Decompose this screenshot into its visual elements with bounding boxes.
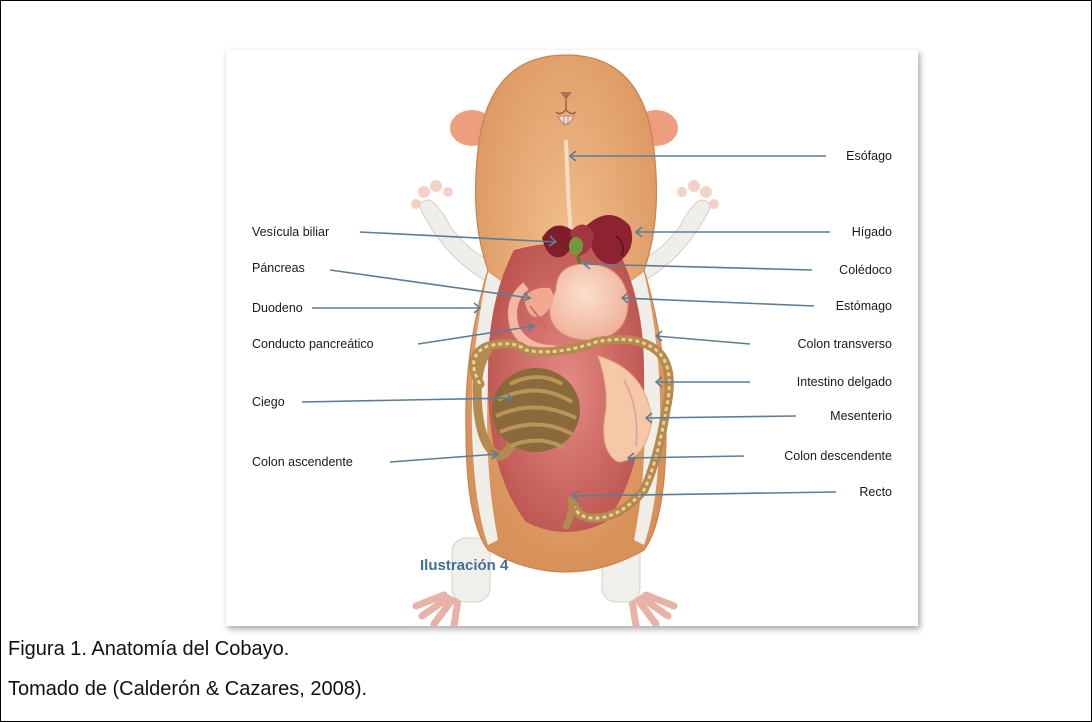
label-estomago: Estómago [836, 299, 892, 313]
label-esofago: Esófago [846, 149, 892, 163]
label-recto: Recto [859, 485, 892, 499]
label-intestino-delgado: Intestino delgado [797, 375, 892, 389]
gallbladder-shape [569, 237, 583, 255]
illustration-label: Ilustración 4 [420, 557, 509, 574]
label-duodeno: Duodeno [252, 301, 303, 315]
label-higado: Hígado [852, 225, 892, 239]
label-mesenterio: Mesenterio [830, 409, 892, 423]
label-coledoco: Colédoco [839, 263, 892, 277]
figure-caption: Figura 1. Anatomía del Cobayo. [8, 638, 289, 661]
stomach-shape [550, 264, 628, 340]
figure-source: Tomado de (Calderón & Cazares, 2008). [8, 678, 367, 701]
cecum-shape [492, 368, 580, 452]
hind-foot-left [416, 595, 458, 626]
label-pancreas: Páncreas [252, 261, 305, 275]
label-vesicula-biliar: Vesícula biliar [252, 225, 329, 239]
figure-image: Ilustración 4 [226, 50, 918, 626]
label-conducto-pancreatico: Conducto pancreático [252, 337, 374, 351]
label-ciego: Ciego [252, 395, 285, 409]
label-colon-descendente: Colon descendente [784, 449, 892, 463]
guinea-pig-anatomy-diagram: Ilustración 4 [226, 50, 918, 626]
label-colon-transverso: Colon transverso [798, 337, 893, 351]
hind-foot-right [632, 595, 674, 626]
label-colon-ascendente: Colon ascendente [252, 455, 353, 469]
